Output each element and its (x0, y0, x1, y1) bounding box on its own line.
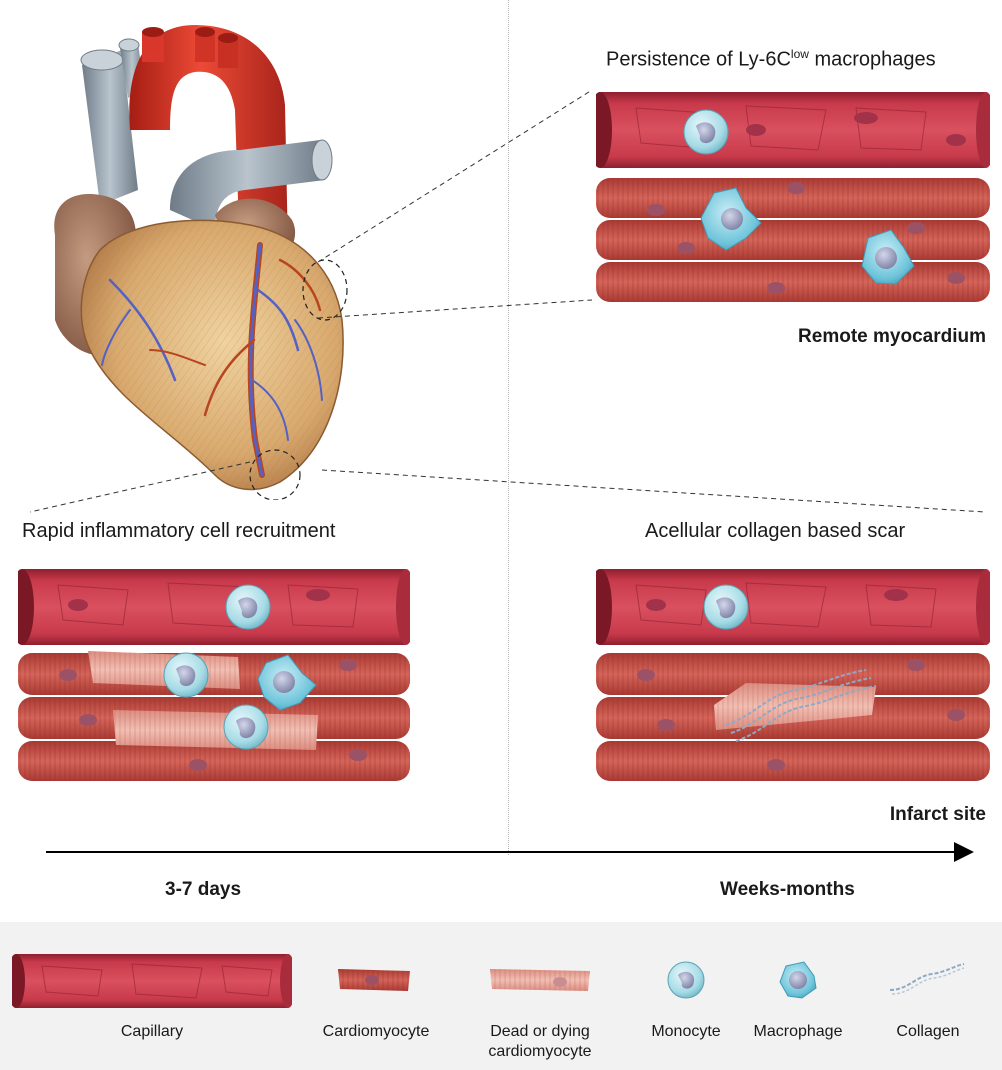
legend-macrophage-icon (776, 958, 820, 1002)
timeline-end-label: Weeks-months (720, 879, 855, 901)
capillary (18, 569, 410, 645)
legend-macrophage-label: Macrophage (748, 1022, 848, 1042)
legend-collagen-label: Collagen (874, 1022, 982, 1042)
capillary (596, 569, 990, 645)
late-panel-title: Acellular collagen based scar (645, 519, 905, 543)
monocyte (704, 585, 748, 629)
legend-dead-cardiomyocyte-icon (488, 965, 592, 995)
monocyte (164, 653, 208, 697)
early-inflammation-panel (18, 565, 410, 783)
legend-monocyte-label: Monocyte (640, 1022, 732, 1042)
legend-capillary-icon (12, 950, 292, 1012)
monocyte (224, 705, 268, 749)
cardiomyocyte-layer (596, 178, 990, 302)
timeline-arrow (46, 840, 976, 864)
legend-cardiomyocyte-label: Cardiomyocyte (316, 1022, 436, 1042)
infarct-site-label: Infarct site (890, 804, 986, 826)
early-panel-title: Rapid inflammatory cell recruitment (22, 519, 335, 543)
monocyte (684, 110, 728, 154)
capillary (596, 92, 990, 168)
remote-myocardium-label: Remote myocardium (798, 326, 986, 348)
timeline-start-label: 3-7 days (165, 879, 241, 901)
legend-cardiomyocyte-icon (336, 965, 412, 995)
legend-collagen-icon (888, 962, 966, 996)
legend-monocyte-icon (666, 960, 706, 1000)
infarct-scar-panel (596, 565, 990, 783)
remote-panel-title: Persistence of Ly-6Clow macrophages (606, 42, 936, 72)
remote-myocardium-panel (596, 88, 990, 308)
legend-capillary-label: Capillary (100, 1022, 204, 1042)
legend-dead-cardiomyocyte-label: Dead or dying cardiomyocyte (470, 1022, 610, 1062)
monocyte (226, 585, 270, 629)
